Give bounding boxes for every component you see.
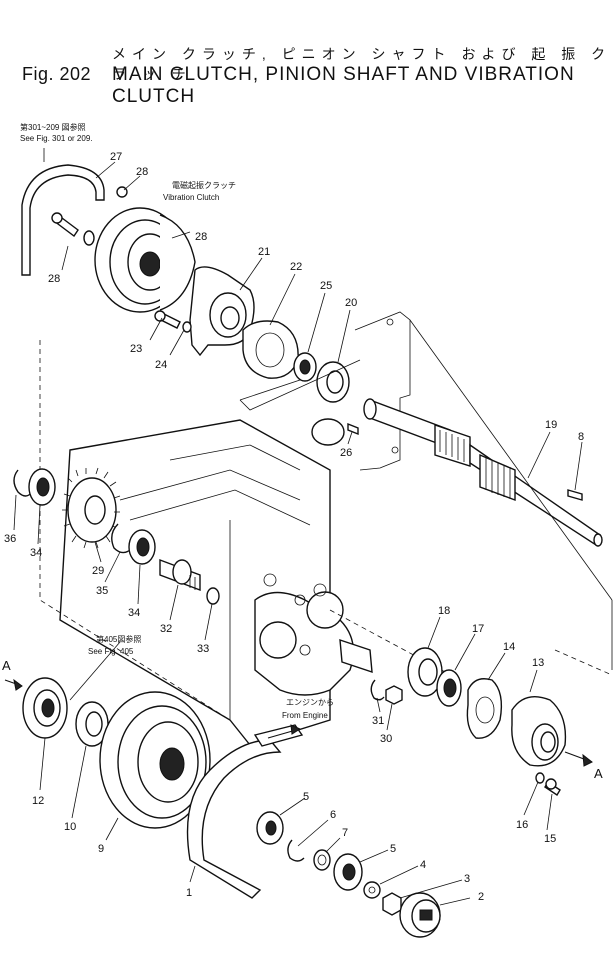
callout-7: 7: [342, 827, 348, 839]
part-vibration-clutch: [94, 186, 196, 313]
callout-9: 9: [98, 843, 104, 855]
callout-3: 3: [464, 873, 470, 885]
callout-34-upper: 34: [30, 547, 42, 559]
label-a-right: A: [594, 766, 603, 781]
callout-25: 25: [320, 280, 332, 292]
part-8-key: [567, 489, 583, 501]
callout-36: 36: [4, 533, 16, 545]
part-4-lockwasher: [363, 881, 381, 899]
part-22-gasket: [242, 320, 299, 379]
note-engine-jp: エンジンから: [286, 698, 334, 707]
part-13-cover: [511, 696, 567, 767]
note-ref-top-en: See Fig. 301 or 209.: [20, 134, 93, 143]
callout-34-lower: 34: [128, 607, 140, 619]
part-28-bolt-left: [51, 212, 95, 246]
part-2-cap: [399, 892, 441, 938]
callout-35: 35: [96, 585, 108, 597]
note-engine-en: From Engine: [282, 711, 328, 720]
figure-number: Fig. 202: [22, 64, 92, 84]
arrow-a-right: [564, 751, 593, 767]
callout-32: 32: [160, 623, 172, 635]
part-18-bearing: [407, 647, 443, 697]
part-20-bearing: [316, 361, 350, 403]
label-a-left: A: [2, 658, 11, 673]
callout-27: 27: [110, 151, 122, 163]
callout-33: 33: [197, 643, 209, 655]
callout-15: 15: [544, 833, 556, 845]
arrow-a-left: [4, 678, 23, 691]
callout-17: 17: [472, 623, 484, 635]
callout-10: 10: [64, 821, 76, 833]
part-6-snap-ring: [287, 839, 305, 862]
from-engine-arrow: [267, 724, 302, 739]
callout-12: 12: [32, 795, 44, 807]
part-31-ring: [370, 679, 385, 701]
note-ref-mid-en: See Fig. 405: [88, 647, 134, 656]
part-17-seal: [436, 669, 462, 707]
callout-4: 4: [420, 859, 426, 871]
header: メイン クラッチ, ピニオン シャフト および 起 振 ク ラ ッ チ Fig.…: [0, 0, 616, 107]
callout-6: 6: [330, 809, 336, 821]
callout-26: 26: [340, 447, 352, 459]
note-vibration-en: Vibration Clutch: [163, 193, 219, 202]
callout-24: 24: [155, 359, 167, 371]
callout-28-top: 28: [136, 166, 148, 178]
callout-22: 22: [290, 261, 302, 273]
part-34-bearing-upper: [28, 468, 56, 506]
callout-5-lower: 5: [390, 843, 396, 855]
callout-19: 19: [545, 419, 557, 431]
part-21-bracket: [189, 266, 255, 357]
part-15-16-bolt: [535, 772, 561, 796]
note-vibration-jp: 電磁起振クラッチ: [172, 180, 236, 190]
title-japanese: メイン クラッチ, ピニオン シャフト および 起 振 ク ラ ッ チ: [112, 46, 612, 82]
part-10-bearing: [75, 701, 109, 747]
callout-20: 20: [345, 297, 357, 309]
part-35-snap-ring: [111, 523, 131, 554]
part-12-bearing-housing: [22, 677, 68, 739]
callout-29: 29: [92, 565, 104, 577]
callout-28-right: 28: [195, 231, 207, 243]
leader-lines: [13, 148, 583, 906]
callout-2: 2: [478, 891, 484, 903]
callout-1: 1: [186, 887, 192, 899]
title-english: MAIN CLUTCH, PINION SHAFT AND VIBRATION …: [112, 64, 575, 107]
part-14-gasket: [466, 678, 503, 739]
part-19-pinion-shaft: [363, 398, 603, 547]
part-30-nut: [385, 685, 403, 705]
part-32-shaft: [159, 558, 201, 592]
note-ref-top-jp: 第301~209 図参照: [20, 122, 86, 132]
part-33-o-ring: [206, 587, 220, 605]
callout-8: 8: [578, 431, 584, 443]
callout-31: 31: [372, 715, 384, 727]
part-27-belt: [21, 164, 105, 276]
gearbox-housing: [59, 419, 373, 746]
part-23-bolt: [154, 310, 192, 333]
note-ref-mid-jp: 第405図参照: [96, 634, 141, 644]
part-5-bearing-b: [333, 853, 363, 891]
part-7-spacer: [313, 849, 331, 871]
callout-28-left: 28: [48, 273, 60, 285]
part-36-snap-ring: [13, 469, 33, 497]
callout-21: 21: [258, 246, 270, 258]
part-dome-cap: [311, 418, 345, 446]
housing-cover-plate: [239, 311, 411, 471]
part-3-nut: [382, 892, 402, 916]
callout-14: 14: [503, 641, 515, 653]
part-25-seal: [293, 352, 317, 382]
reference-lines: [39, 319, 613, 721]
part-9-pulley: [99, 691, 211, 829]
part-5-bearing-a: [256, 811, 284, 845]
callout-16: 16: [516, 819, 528, 831]
part-26-pin: [347, 422, 359, 436]
callout-30: 30: [380, 733, 392, 745]
part-34-bearing-lower: [128, 529, 156, 565]
callout-5-upper: 5: [303, 791, 309, 803]
callout-23: 23: [130, 343, 142, 355]
callout-18: 18: [438, 605, 450, 617]
callout-13: 13: [532, 657, 544, 669]
